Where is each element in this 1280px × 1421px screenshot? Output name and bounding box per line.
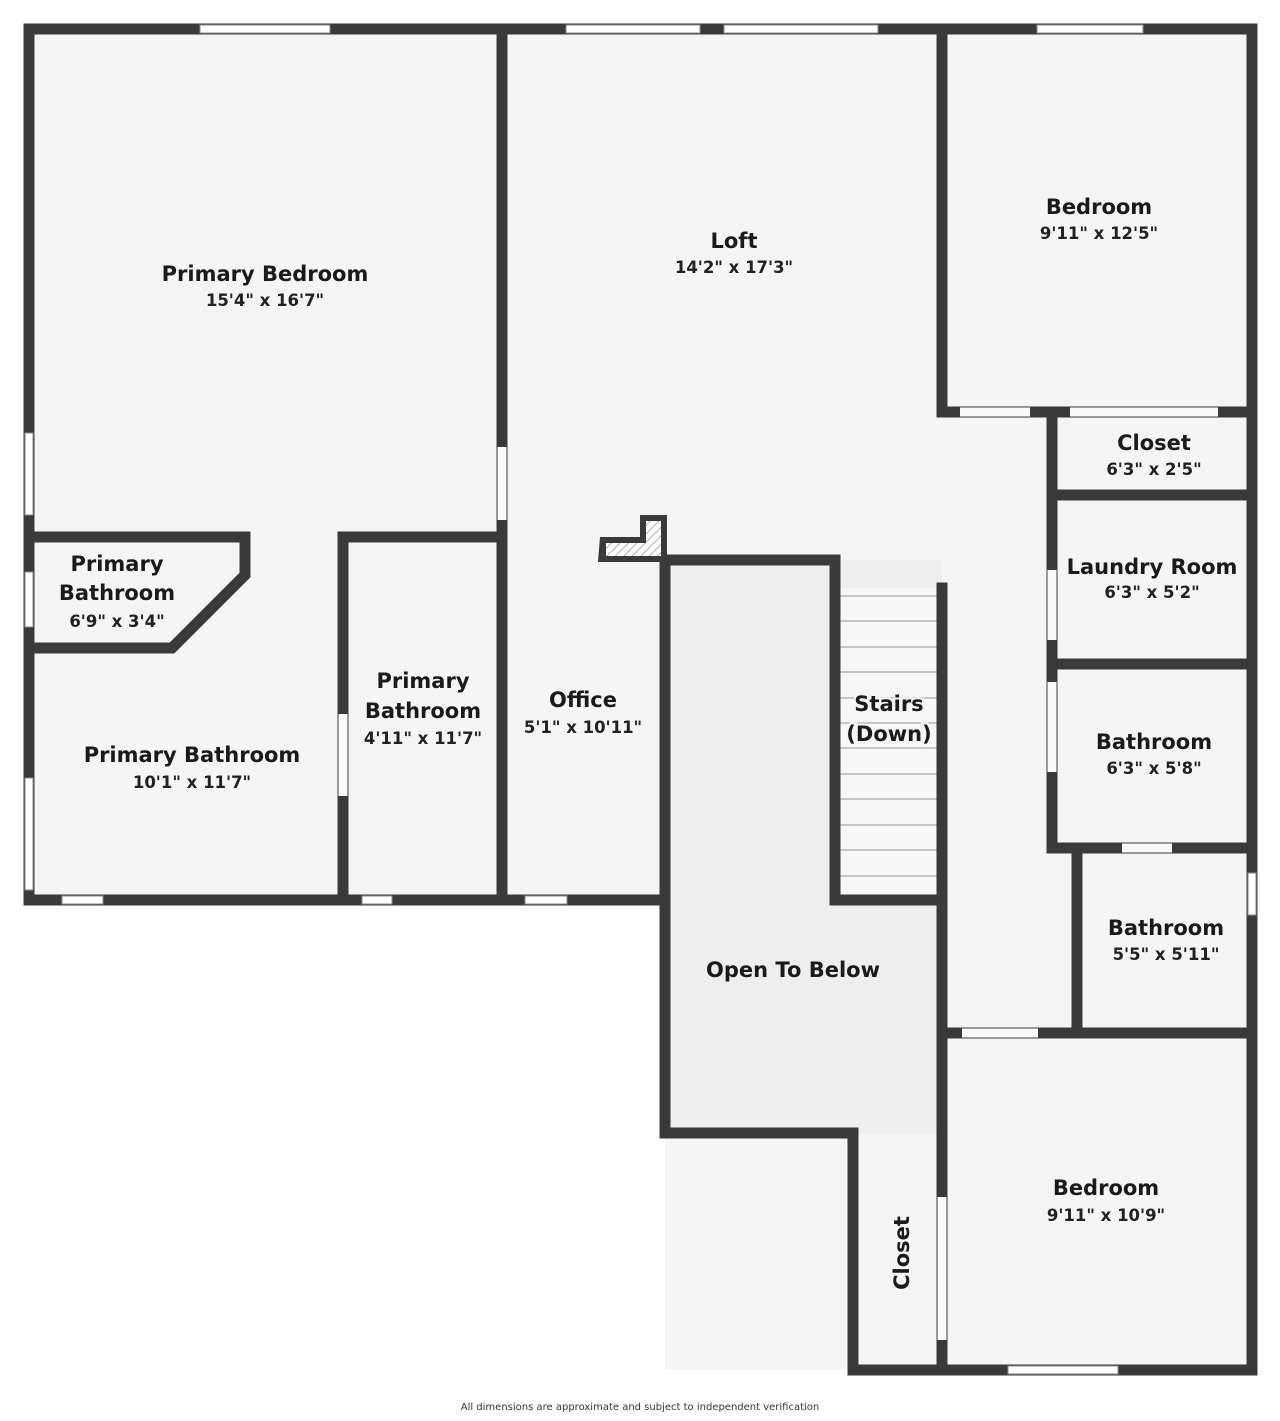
room-laundry: Laundry Room 6'3" x 5'2" xyxy=(1065,553,1240,604)
room-office: Office 5'1" x 10'11" xyxy=(522,686,644,739)
room-dims: 4'11" x 11'7" xyxy=(364,729,482,748)
room-dims: 5'1" x 10'11" xyxy=(524,718,642,737)
room-dims: 9'11" x 10'9" xyxy=(1047,1206,1165,1225)
room-name: Bathroom xyxy=(1108,916,1224,940)
room-dims: 14'2" x 17'3" xyxy=(675,258,793,277)
room-primary-bathroom-narrow: Primary Bathroom 4'11" x 11'7" xyxy=(362,667,484,750)
room-name: Primary xyxy=(70,552,163,576)
room-bedroom-top: Bedroom 9'11" x 12'5" xyxy=(1038,193,1160,245)
room-dims: 6'3" x 5'8" xyxy=(1106,759,1201,778)
room-dims: 6'9" x 3'4" xyxy=(69,612,164,631)
room-bedroom-bottom: Bedroom 9'11" x 10'9" xyxy=(1045,1174,1167,1227)
room-dims: 10'1" x 11'7" xyxy=(133,773,251,792)
room-dims: 9'11" x 12'5" xyxy=(1040,224,1158,243)
room-name: (Down) xyxy=(846,722,931,746)
room-open-to-below: Open To Below xyxy=(704,956,882,984)
walls xyxy=(23,23,1258,1376)
room-primary-bedroom: Primary Bedroom 15'4" x 16'7" xyxy=(160,260,371,312)
room-dims: 5'5" x 5'11" xyxy=(1113,945,1220,964)
room-name: Bathroom xyxy=(365,699,481,723)
room-name: Laundry Room xyxy=(1067,555,1238,579)
room-name: Closet xyxy=(1117,431,1191,455)
room-name: Bathroom xyxy=(59,581,175,605)
room-name: Closet xyxy=(890,1216,914,1290)
room-primary-bathroom-small: Primary Bathroom 6'9" x 3'4" xyxy=(57,550,177,633)
room-closet-top: Closet 6'3" x 2'5" xyxy=(1104,429,1203,481)
room-primary-bathroom-large: Primary Bathroom 10'1" x 11'7" xyxy=(82,741,303,794)
room-name: Primary xyxy=(376,669,469,693)
room-name: Stairs xyxy=(854,692,923,716)
room-dims: 6'3" x 2'5" xyxy=(1106,460,1201,479)
room-name: Loft xyxy=(711,229,758,253)
door-openings xyxy=(338,407,1218,1340)
room-name: Open To Below xyxy=(706,958,880,982)
windows xyxy=(24,24,1257,1375)
hatched-column xyxy=(606,521,661,556)
room-name: Bedroom xyxy=(1053,1176,1159,1200)
room-name: Primary Bedroom xyxy=(162,262,369,286)
room-bathroom-2: Bathroom 5'5" x 5'11" xyxy=(1106,914,1226,966)
stairs-area xyxy=(835,588,942,900)
room-name: Bathroom xyxy=(1096,730,1212,754)
room-loft: Loft 14'2" x 17'3" xyxy=(673,227,795,279)
room-bathroom-1: Bathroom 6'3" x 5'8" xyxy=(1094,728,1214,780)
room-name: Primary Bathroom xyxy=(84,743,301,767)
room-dims: 6'3" x 5'2" xyxy=(1104,583,1199,602)
stair-treads xyxy=(840,595,937,877)
room-dims: 15'4" x 16'7" xyxy=(206,291,324,310)
room-name: Bedroom xyxy=(1046,195,1152,219)
disclaimer: All dimensions are approximate and subje… xyxy=(460,1402,820,1413)
room-closet-bottom: Closet xyxy=(888,1214,916,1292)
room-name: Office xyxy=(549,688,617,712)
room-stairs: Stairs (Down) xyxy=(844,690,933,748)
